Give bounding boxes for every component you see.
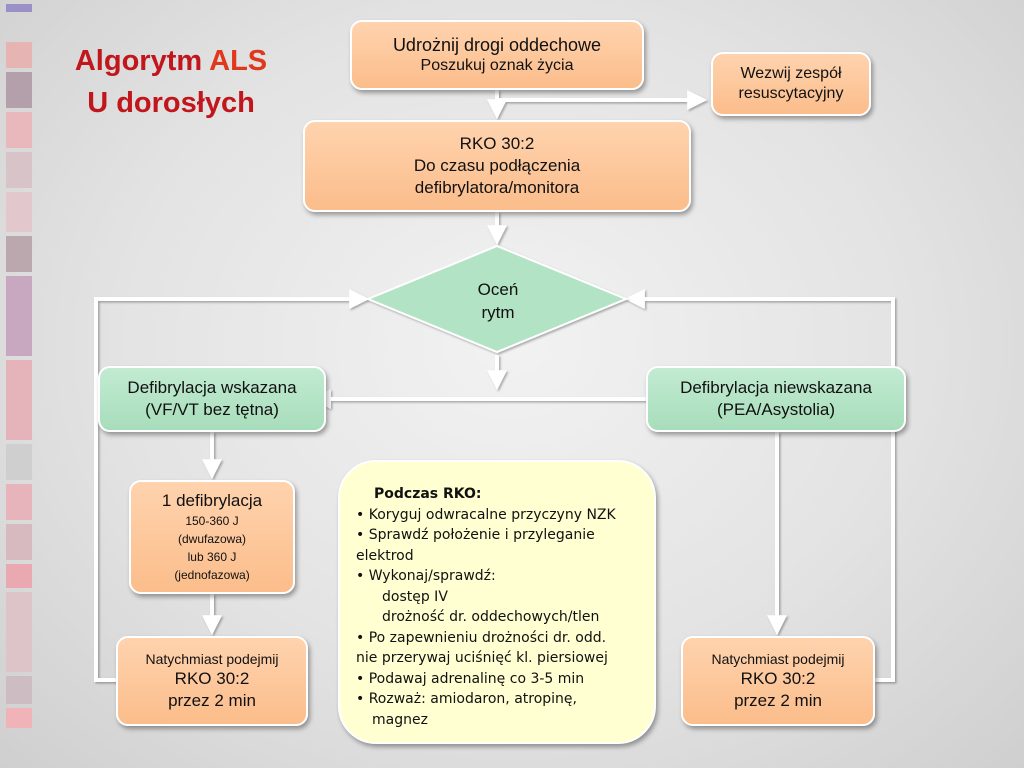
- during-cpr-line: • Koryguj odwracalne przyczyny NZK: [356, 506, 616, 523]
- resume-left-line2: RKO 30:2: [174, 669, 250, 688]
- airway-box: Udrożnij drogi oddechowe Poszukuj oznak …: [350, 20, 644, 90]
- call-team-line1: Wezwij zespół: [740, 65, 842, 82]
- loop-right: [624, 289, 895, 682]
- resume-cpr-right-box: Natychmiast podejmij RKO 30:2 przez 2 mi…: [681, 636, 875, 726]
- airway-line2: Poszukuj oznak życia: [420, 57, 574, 74]
- cpr-line3: defibrylatora/monitora: [414, 178, 580, 197]
- shock-line3: (dwufazowa): [177, 532, 247, 546]
- during-cpr-line: magnez: [372, 711, 428, 728]
- shock-line2: 150-360 J: [185, 514, 239, 528]
- cpr-box: RKO 30:2 Do czasu podłączenia defibrylat…: [303, 120, 691, 212]
- page-title: Algorytm ALS U dorosłych: [40, 40, 302, 124]
- loop-left: [94, 289, 370, 682]
- call-team-box: Wezwij zespół resuscytacyjny: [711, 52, 871, 116]
- resume-left-line3: przez 2 min: [168, 691, 256, 710]
- non-shockable-box: Defibrylacja niewskazana (PEA/Asystolia): [646, 366, 906, 432]
- during-cpr-header: Podczas RKO:: [374, 486, 482, 502]
- cpr-line1: RKO 30:2: [459, 134, 535, 153]
- assess-rhythm-label: Oceń rytm: [450, 278, 546, 324]
- airway-line1: Udrożnij drogi oddechowe: [392, 35, 602, 55]
- during-cpr-line: elektrod: [356, 547, 414, 564]
- assess-rhythm-diamond: [365, 244, 629, 354]
- resume-right-line3: przez 2 min: [734, 691, 822, 710]
- during-cpr-line: • Po zapewnieniu drożności dr. odd.: [356, 629, 607, 646]
- title-line2: U dorosłych: [87, 87, 255, 119]
- non-shockable-line1: Defibrylacja niewskazana: [680, 378, 872, 397]
- shock-line1: 1 defibrylacja: [161, 491, 263, 510]
- during-cpr-line: drożność dr. oddechowych/tlen: [382, 609, 600, 625]
- title-als: ALS: [209, 45, 268, 77]
- shock-line4: lub 360 J: [187, 550, 237, 564]
- resume-left-line1: Natychmiast podejmij: [145, 651, 279, 667]
- decorative-strip: [0, 0, 40, 768]
- during-cpr-line: • Wykonaj/sprawdź:: [356, 568, 496, 584]
- during-cpr-line: dostęp IV: [382, 588, 448, 605]
- resume-right-line1: Natychmiast podejmij: [711, 651, 845, 667]
- during-cpr-line: • Podawaj adrenalinę co 3-5 min: [356, 670, 585, 687]
- assess-line2: rytm: [481, 303, 515, 322]
- shockable-box: Defibrylacja wskazana (VF/VT bez tętna): [98, 366, 326, 432]
- resume-cpr-left-box: Natychmiast podejmij RKO 30:2 przez 2 mi…: [116, 636, 308, 726]
- defibrillation-box: 1 defibrylacja 150-360 J (dwufazowa) lub…: [129, 480, 295, 594]
- cpr-line2: Do czasu podłączenia: [413, 156, 581, 175]
- during-cpr-line: • Sprawdź położenie i przyleganie: [356, 527, 595, 543]
- during-cpr-line: • Rozważ: amiodaron, atropinę,: [356, 691, 577, 707]
- title-algorytm: Algorytm: [74, 45, 203, 77]
- during-cpr-line: nie przerywaj uciśnięć kl. piersiowej: [356, 650, 608, 666]
- non-shockable-line2: (PEA/Asystolia): [716, 400, 836, 419]
- shock-line5: (jednofazowa): [174, 568, 250, 582]
- assess-line1: Oceń: [477, 280, 519, 299]
- during-cpr-box: Podczas RKO: • Koryguj odwracalne przycz…: [338, 460, 656, 744]
- shockable-line1: Defibrylacja wskazana: [127, 378, 297, 397]
- call-team-line2: resuscytacyjny: [738, 85, 844, 102]
- resume-right-line2: RKO 30:2: [740, 669, 816, 688]
- shockable-line2: (VF/VT bez tętna): [145, 400, 279, 419]
